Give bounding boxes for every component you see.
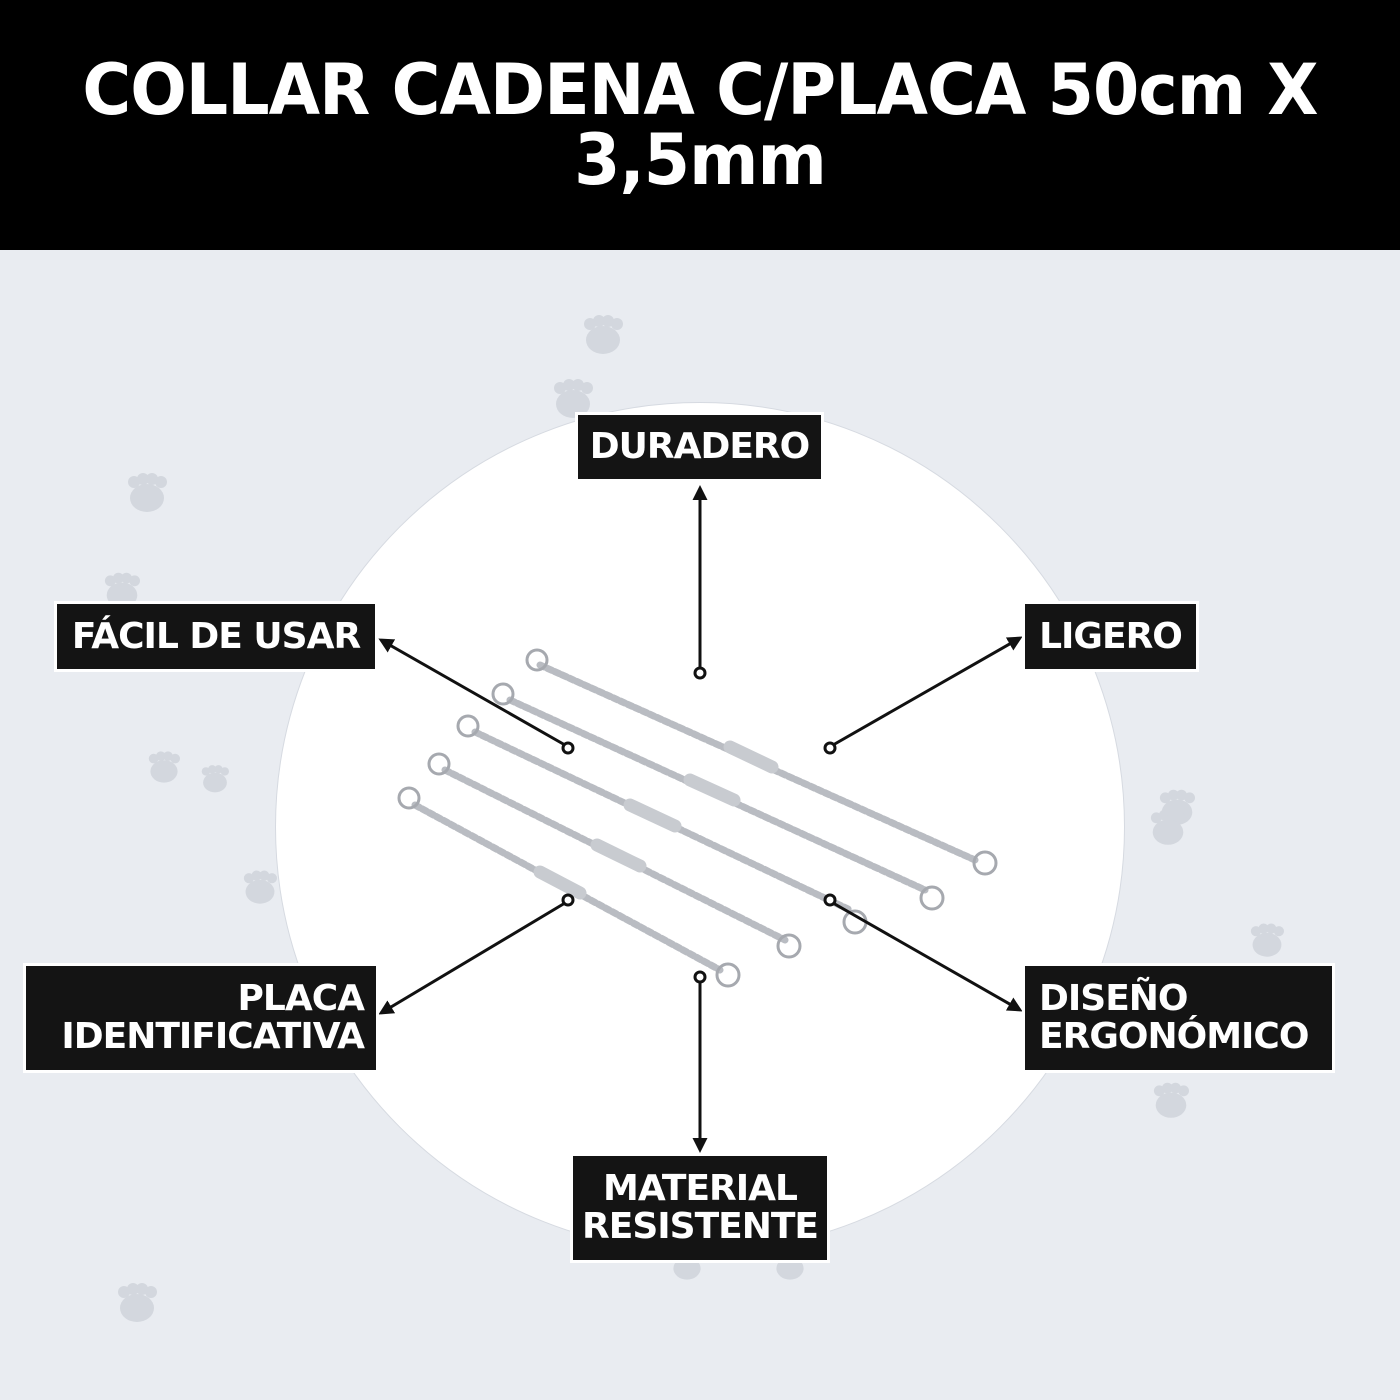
feature-label-material-resistente: MATERIAL RESISTENTE <box>570 1153 830 1263</box>
chain-collar <box>397 786 741 988</box>
arrow-placa <box>378 901 566 1015</box>
feature-label-diseno-ergonomico: DISEÑO ERGONÓMICO <box>1022 963 1335 1073</box>
arrow-diseno <box>832 901 1023 1012</box>
feature-label-ligero: LIGERO <box>1022 601 1199 672</box>
header-banner: COLLAR CADENA C/PLACA 50cm X 3,5mm <box>0 0 1400 250</box>
chain-collar <box>525 648 998 876</box>
chain-collar <box>427 752 802 959</box>
feature-label-placa-identificativa: PLACA IDENTIFICATIVA <box>23 963 379 1073</box>
page-title: COLLAR CADENA C/PLACA 50cm X 3,5mm <box>82 49 1318 201</box>
feature-label-facil-de-usar: FÁCIL DE USAR <box>54 601 378 672</box>
feature-label-duradero: DURADERO <box>575 412 824 482</box>
arrow-facil <box>378 638 566 747</box>
arrow-ligero <box>832 636 1023 747</box>
chain-collar <box>456 714 868 935</box>
chain-collar <box>491 682 945 911</box>
